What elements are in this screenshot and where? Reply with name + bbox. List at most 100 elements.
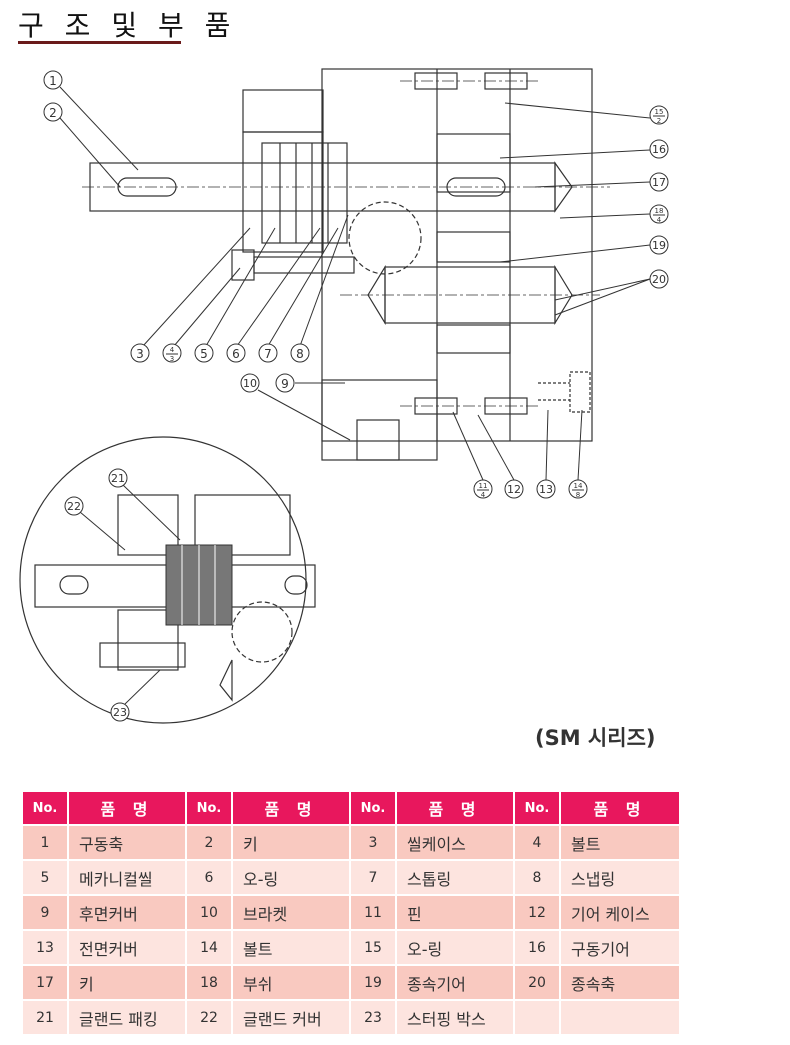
part-name: 키 xyxy=(231,824,351,861)
callout-16: 16 xyxy=(649,139,669,159)
part-no: 9 xyxy=(21,894,69,931)
part-name xyxy=(559,999,681,1036)
callout-2: 2 xyxy=(43,102,63,122)
callout-3: 3 xyxy=(130,343,150,363)
svg-text:11: 11 xyxy=(479,482,488,490)
callout-6: 6 xyxy=(226,343,246,363)
part-name: 기어 케이스 xyxy=(559,894,681,931)
callout-19: 19 xyxy=(649,235,669,255)
header-no: No. xyxy=(185,790,233,826)
part-no: 16 xyxy=(513,929,561,966)
callout-14: 148 xyxy=(568,479,588,499)
callout-8: 8 xyxy=(290,343,310,363)
callout-7: 7 xyxy=(258,343,278,363)
callout-9: 9 xyxy=(275,373,295,393)
part-name: 스터핑 박스 xyxy=(395,999,515,1036)
part-name: 종속축 xyxy=(559,964,681,1001)
svg-text:21: 21 xyxy=(111,472,125,485)
part-no: 19 xyxy=(349,964,397,1001)
pump-cross-section-drawing: 1 2 3 43 5 6 7 8 10 9 152 16 17 184 19 2… xyxy=(19,68,669,724)
svg-text:9: 9 xyxy=(281,377,289,391)
svg-text:5: 5 xyxy=(200,347,208,361)
part-no: 4 xyxy=(513,824,561,861)
svg-text:17: 17 xyxy=(652,176,666,189)
page-title: 구 조 및 부 품 xyxy=(18,9,237,42)
callout-23: 23 xyxy=(110,702,130,722)
part-name: 종속기어 xyxy=(395,964,515,1001)
header-no: No. xyxy=(349,790,397,826)
svg-text:1: 1 xyxy=(49,74,57,88)
part-name: 핀 xyxy=(395,894,515,931)
part-no: 1 xyxy=(21,824,69,861)
part-name: 스톱링 xyxy=(395,859,515,896)
part-no: 7 xyxy=(349,859,397,896)
part-no: 3 xyxy=(349,824,397,861)
callout-21: 21 xyxy=(108,468,128,488)
gear-case-outline xyxy=(321,68,593,442)
callout-5: 5 xyxy=(194,343,214,363)
svg-text:22: 22 xyxy=(67,500,81,513)
svg-text:3: 3 xyxy=(170,355,174,363)
part-no: 8 xyxy=(513,859,561,896)
svg-text:4: 4 xyxy=(481,491,486,499)
part-name: 전면커버 xyxy=(67,929,187,966)
header-no: No. xyxy=(21,790,69,826)
part-no: 18 xyxy=(185,964,233,1001)
header-name: 품 명 xyxy=(395,790,515,826)
svg-text:10: 10 xyxy=(243,377,257,390)
callout-15: 152 xyxy=(649,105,669,125)
part-name: 부쉬 xyxy=(231,964,351,1001)
svg-text:4: 4 xyxy=(657,216,662,224)
part-no: 21 xyxy=(21,999,69,1036)
svg-text:2: 2 xyxy=(657,117,661,125)
svg-text:8: 8 xyxy=(576,491,580,499)
part-name: 키 xyxy=(67,964,187,1001)
part-name: 오-링 xyxy=(395,929,515,966)
svg-text:2: 2 xyxy=(49,106,57,120)
callout-4: 43 xyxy=(162,343,182,363)
part-no: 20 xyxy=(513,964,561,1001)
header-name: 품 명 xyxy=(231,790,351,826)
svg-text:3: 3 xyxy=(136,347,144,361)
header-name: 품 명 xyxy=(67,790,187,826)
callout-12: 12 xyxy=(504,479,524,499)
header-name: 품 명 xyxy=(559,790,681,826)
part-name: 씰케이스 xyxy=(395,824,515,861)
title-underline xyxy=(18,41,181,44)
svg-text:16: 16 xyxy=(652,143,666,156)
part-no: 12 xyxy=(513,894,561,931)
callout-20: 20 xyxy=(649,269,669,289)
svg-text:4: 4 xyxy=(170,346,175,354)
svg-text:15: 15 xyxy=(655,108,664,116)
table-header-row: No. 품 명 No. 품 명 No. 품 명 No. 품 명 xyxy=(21,790,681,826)
callout-10: 10 xyxy=(240,373,260,393)
part-no: 14 xyxy=(185,929,233,966)
part-no: 2 xyxy=(185,824,233,861)
svg-text:6: 6 xyxy=(232,347,240,361)
svg-text:13: 13 xyxy=(539,483,553,496)
svg-text:20: 20 xyxy=(652,273,666,286)
part-no: 11 xyxy=(349,894,397,931)
svg-text:7: 7 xyxy=(264,347,272,361)
part-name: 글랜드 패킹 xyxy=(67,999,187,1036)
part-name: 메카니컬씰 xyxy=(67,859,187,896)
callout-18: 184 xyxy=(649,204,669,224)
part-name: 구동기어 xyxy=(559,929,681,966)
part-no xyxy=(513,999,561,1036)
svg-text:14: 14 xyxy=(574,482,583,490)
svg-text:19: 19 xyxy=(652,239,666,252)
part-no: 22 xyxy=(185,999,233,1036)
series-label: (SM 시리즈) xyxy=(535,726,656,750)
part-no: 13 xyxy=(21,929,69,966)
part-name: 오-링 xyxy=(231,859,351,896)
callout-11: 114 xyxy=(473,479,493,499)
part-name: 후면커버 xyxy=(67,894,187,931)
part-name: 구동축 xyxy=(67,824,187,861)
part-name: 글랜드 커버 xyxy=(231,999,351,1036)
svg-text:23: 23 xyxy=(113,706,127,719)
